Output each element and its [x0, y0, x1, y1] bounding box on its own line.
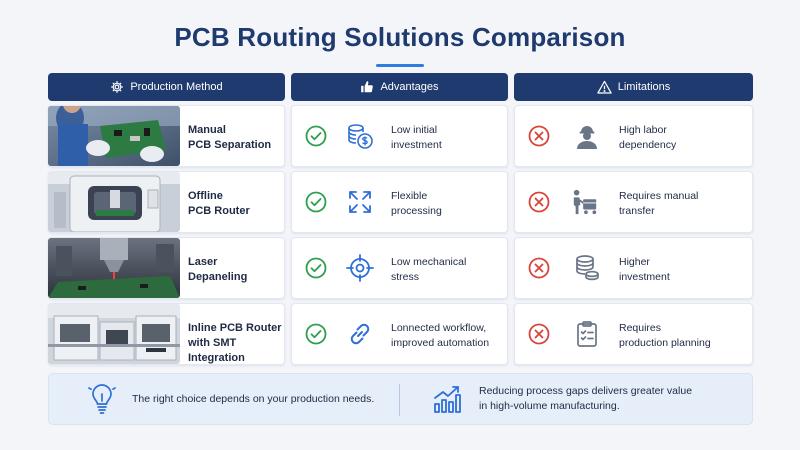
limitation-cell [514, 303, 753, 365]
footer-banner [48, 373, 753, 425]
x-circle-icon [528, 323, 550, 345]
title-underline [376, 64, 424, 67]
advantage-cell [291, 105, 508, 167]
growth-chart-icon [434, 386, 461, 413]
inline-router-photo [48, 304, 180, 364]
footer-right-text-line2: in high-volume manufacturing. [479, 400, 620, 412]
header-production-method: Production Method [48, 73, 285, 101]
header-advantages-label: Advantages [380, 81, 439, 93]
gear-icon [110, 80, 124, 94]
advantage-text: Low mechanical stress [391, 256, 467, 283]
coins-dollar-icon [348, 124, 373, 149]
check-circle-icon [305, 323, 327, 345]
limitation-cell [514, 105, 753, 167]
limitation-cell [514, 237, 753, 299]
header-advantages: Advantages [291, 73, 508, 101]
method-label: Offline PCB Router [188, 190, 250, 217]
header-production-method-label: Production Method [130, 81, 223, 93]
method-label: Inline PCB Router with SMT Integration [188, 322, 282, 364]
advantage-text: Lonnected workflow, improved automation [391, 322, 490, 349]
worker-icon [577, 126, 597, 149]
laser-depaneling-photo [48, 238, 180, 298]
header-limitations-label: Limitations [617, 81, 671, 93]
method-label: Laser Depaneling [188, 256, 248, 283]
coin-stack-icon [576, 255, 599, 281]
clipboard-checklist-icon [577, 321, 597, 347]
offline-router-photo [48, 172, 180, 232]
manual-separation-photo [48, 106, 180, 166]
chain-link-icon [350, 323, 370, 345]
check-circle-icon [305, 191, 327, 213]
advantage-cell [291, 303, 508, 365]
crosshair-target-icon [346, 254, 374, 282]
lightbulb-icon [88, 384, 116, 414]
footer-right-text-line1: Reducing process gaps delivers greater v… [479, 385, 693, 397]
page-title: PCB Routing Solutions Comparison [174, 22, 626, 52]
check-circle-icon [305, 125, 327, 147]
warning-triangle-icon [597, 80, 612, 94]
footer-divider [399, 384, 400, 416]
limitation-text: Requires manual transfer [619, 190, 699, 217]
x-circle-icon [528, 257, 550, 279]
advantage-cell [291, 237, 508, 299]
advantage-text: Low initial investment [391, 124, 442, 151]
method-label: Manual PCB Separation [188, 124, 272, 151]
footer-left-text: The right choice depends on your product… [132, 393, 375, 405]
limitation-text: Requires production planning [619, 322, 711, 349]
limitation-text: High labor dependency [619, 124, 677, 151]
limitation-text: Higher investment [619, 256, 670, 283]
x-circle-icon [528, 125, 550, 147]
x-circle-icon [528, 191, 550, 213]
header-limitations: Limitations [514, 73, 753, 101]
advantage-text: Flexible processing [391, 190, 442, 217]
expand-arrows-icon [349, 191, 371, 213]
check-circle-icon [305, 257, 327, 279]
hand-cart-icon [573, 189, 597, 215]
advantage-cell [291, 171, 508, 233]
thumbs-up-icon [360, 80, 374, 94]
limitation-cell [514, 171, 753, 233]
